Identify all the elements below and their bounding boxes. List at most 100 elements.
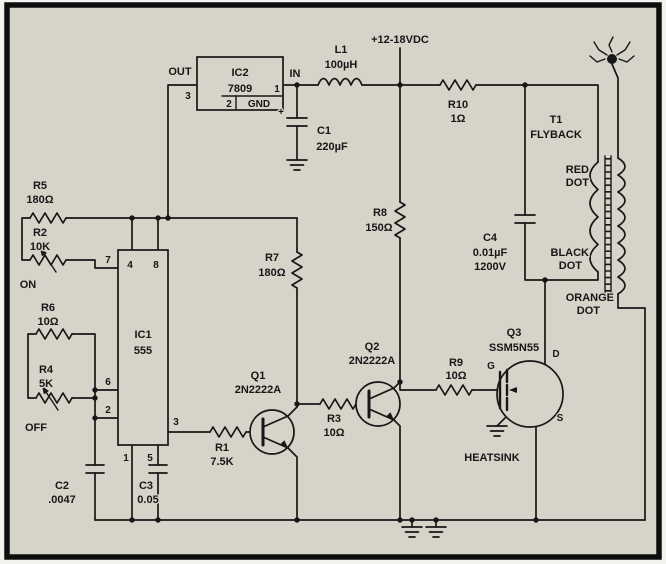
- c1-ref-label: C1: [317, 125, 331, 137]
- r10-value-label: 1Ω: [451, 113, 466, 125]
- t1-red-dot-label: RED: [566, 164, 589, 176]
- inductor-l1: L1 100µH: [317, 43, 363, 86]
- t1-red-dot-label2: DOT: [566, 177, 590, 189]
- c3-value-label: 0.05: [137, 494, 158, 506]
- ic2-ref-label: IC2: [231, 67, 248, 79]
- c2-value-label: .0047: [48, 494, 76, 506]
- ic1-pin1-number: 1: [123, 453, 129, 464]
- r2-ref-label: R2: [33, 227, 47, 239]
- capacitor-c3: C3 0.05: [136, 464, 168, 507]
- q2-part-label: 2N2222A: [349, 355, 396, 367]
- q1-part-label: 2N2222A: [235, 384, 282, 396]
- capacitor-c1: + C1 220µF: [277, 106, 349, 155]
- l1-ref-label: L1: [335, 44, 348, 56]
- ic2-part-label: 7809: [228, 83, 252, 95]
- resistor-r8: R8 150Ω: [364, 201, 406, 239]
- q3-source-label: S: [557, 413, 564, 424]
- border-frame: [4, 2, 662, 560]
- resistor-r10: R10 1Ω: [439, 79, 477, 126]
- q1-emitter-arrow: [280, 440, 288, 448]
- r7-value-label: 180Ω: [258, 267, 285, 279]
- voltage-regulator-ic2: IC2 7809 2 GND OUT 3 IN 1: [167, 56, 302, 111]
- q3-part-label: SSM5N55: [489, 342, 539, 354]
- r4-wiper-arrow: [42, 386, 49, 395]
- q1-ref-label: Q1: [251, 370, 266, 382]
- q3-ref-label: Q3: [507, 327, 522, 339]
- r10-ref-label: R10: [448, 99, 468, 111]
- wires: [21, 47, 646, 528]
- t1-kind-label: FLYBACK: [530, 129, 582, 141]
- supply-voltage-label: +12-18VDC: [371, 34, 429, 46]
- capacitor-c4: C4 0.01µF 1200V: [472, 214, 536, 274]
- resistor-r7: R7 180Ω: [257, 251, 303, 289]
- r1-value-label: 7.5K: [210, 456, 233, 468]
- t1-black-dot-label2: DOT: [559, 260, 583, 272]
- q3-body-arrow: [509, 387, 517, 393]
- r3-value-label: 10Ω: [323, 427, 344, 439]
- ic1-ref-label: IC1: [134, 329, 151, 341]
- r9-value-label: 10Ω: [445, 370, 466, 382]
- r8-ref-label: R8: [373, 207, 387, 219]
- resistor-r1: R1 7.5K: [209, 426, 247, 469]
- t1-black-dot-label: BLACK: [551, 247, 590, 259]
- q2-ref-label: Q2: [365, 341, 380, 353]
- r5-ref-label: R5: [33, 180, 47, 192]
- ic1-pin6-number: 6: [105, 377, 111, 388]
- q2-emitter-arrow: [386, 412, 394, 420]
- potentiometer-r2: R2 10K ON: [19, 226, 67, 292]
- r4-ref-label: R4: [39, 364, 54, 376]
- ic1-pin5-number: 5: [147, 453, 153, 464]
- c4-value-label: 0.01µF: [473, 247, 508, 259]
- r4-value-label: 5K: [39, 378, 53, 390]
- ic1-pin7-number: 7: [105, 255, 111, 266]
- on-adjust-label: ON: [20, 279, 37, 291]
- junction-dots: [92, 82, 548, 523]
- c1-value-label: 220µF: [316, 141, 348, 153]
- transistor-q2: Q2 2N2222A: [348, 340, 402, 428]
- t1-ref-label: T1: [550, 114, 563, 126]
- c4-ref-label: C4: [483, 232, 498, 244]
- ic2-pin-gnd-number: 2: [226, 99, 232, 110]
- t1-orange-dot-label2: DOT: [577, 305, 601, 317]
- r2-value-label: 10K: [30, 241, 50, 253]
- ic1-part-label: 555: [134, 345, 152, 357]
- resistor-r6: R6 10Ω: [35, 301, 73, 340]
- ic2-pin-in-number: 1: [274, 84, 280, 95]
- capacitor-c2: C2 .0047: [47, 464, 105, 507]
- resistor-r9: R9 10Ω: [435, 356, 473, 396]
- resistor-r3: R3 10Ω: [319, 398, 357, 440]
- off-adjust-label: OFF: [25, 422, 47, 434]
- ic2-in-label: IN: [290, 68, 301, 80]
- ic1-pin4-number: 4: [127, 260, 133, 271]
- mosfet-q3: Q3 SSM5N55 G D S HEATSINK: [463, 326, 565, 466]
- c3-ref-label: C3: [139, 480, 153, 492]
- spark-discharge-icon: [589, 36, 635, 64]
- r6-value-label: 10Ω: [37, 316, 58, 328]
- r2-wiper-arrow: [40, 248, 47, 257]
- q3-gate-label: G: [487, 361, 495, 372]
- r7-ref-label: R7: [265, 252, 279, 264]
- ic2-gnd-label: GND: [248, 99, 270, 110]
- potentiometer-r4: R4 5K OFF: [24, 363, 73, 435]
- r1-ref-label: R1: [215, 442, 229, 454]
- r6-ref-label: R6: [41, 302, 55, 314]
- r5-value-label: 180Ω: [26, 194, 53, 206]
- t1-primary-winding: [589, 161, 599, 273]
- q3-heatsink-label: HEATSINK: [464, 452, 519, 464]
- c1-polarity-mark: +: [278, 107, 284, 118]
- transformer-t1: T1 FLYBACK RED DOT BLACK DOT ORANGE DOT: [529, 113, 626, 318]
- c2-ref-label: C2: [55, 480, 69, 492]
- t1-orange-dot-label: ORANGE: [566, 292, 614, 304]
- resistor-r5: R5 180Ω: [25, 179, 67, 224]
- q3-drain-label: D: [552, 349, 559, 360]
- l1-value-label: 100µH: [325, 59, 358, 71]
- r9-ref-label: R9: [449, 357, 463, 369]
- ic1-pin8-number: 8: [153, 260, 159, 271]
- ic1-pin2-number: 2: [105, 405, 111, 416]
- t1-secondary-winding: [617, 157, 626, 295]
- ic1-pin3-number: 3: [173, 417, 179, 428]
- c4-rating-label: 1200V: [474, 261, 506, 273]
- ic2-out-label: OUT: [168, 66, 192, 78]
